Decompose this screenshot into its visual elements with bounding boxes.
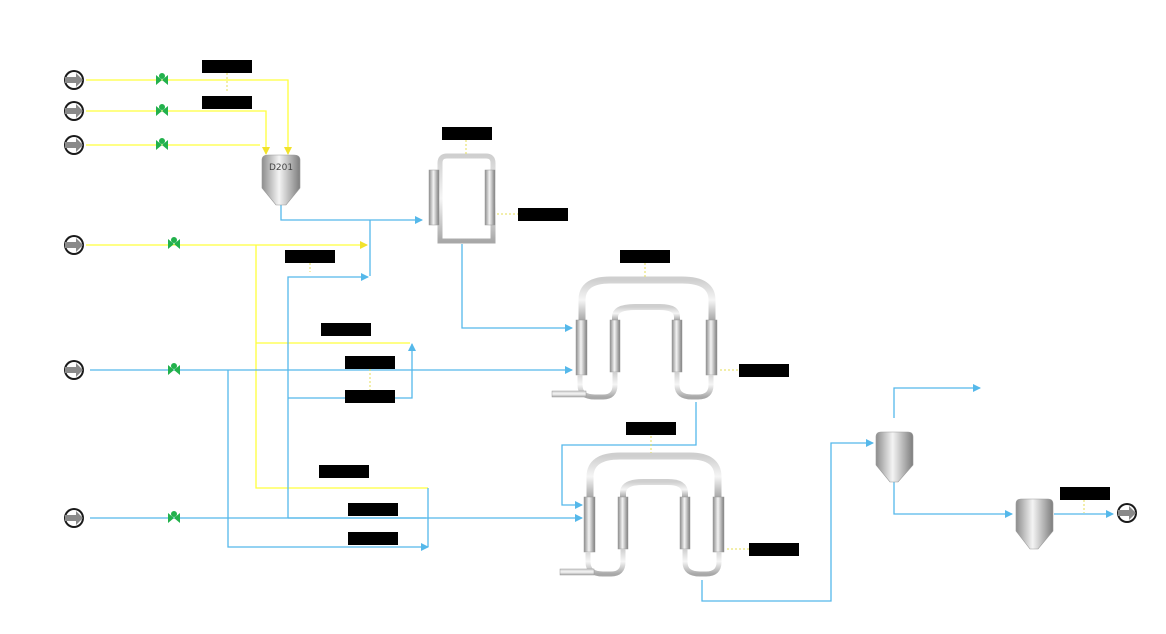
valve-3-icon[interactable] <box>156 138 168 150</box>
tag-box <box>739 364 789 377</box>
tag-box <box>202 60 252 73</box>
heat-exchanger-top[interactable] <box>428 140 518 244</box>
tag-box <box>749 543 799 556</box>
tag-boxes <box>202 60 1110 556</box>
yellow-streams <box>86 79 428 489</box>
tag-box <box>345 390 395 403</box>
feed-2-icon[interactable] <box>64 101 84 121</box>
feed-4-icon[interactable] <box>64 235 84 255</box>
separator-2[interactable] <box>1015 498 1085 550</box>
vessel-d201[interactable]: D201 <box>261 154 301 206</box>
feed-3-icon[interactable] <box>64 135 84 155</box>
valve-6-icon[interactable] <box>168 511 180 523</box>
tag-box <box>348 532 398 545</box>
tag-box <box>285 250 335 263</box>
u-exchanger-1[interactable] <box>551 263 740 400</box>
u-exchanger-2[interactable] <box>559 436 749 577</box>
separator-1[interactable] <box>875 431 914 483</box>
valve-4-icon[interactable] <box>168 237 180 249</box>
tag-box <box>345 356 395 369</box>
blue-streams <box>90 205 1114 602</box>
valve-2-icon[interactable] <box>156 104 168 116</box>
valve-1-icon[interactable] <box>156 73 168 85</box>
tag-box <box>1060 487 1110 500</box>
product-outlet-icon[interactable] <box>1117 503 1137 523</box>
tag-box <box>202 96 252 109</box>
valve-5-icon[interactable] <box>168 363 180 375</box>
tag-box <box>321 323 371 336</box>
feed-1-icon[interactable] <box>64 70 84 90</box>
tag-box <box>518 208 568 221</box>
feed-5-icon[interactable] <box>64 360 84 380</box>
tag-box <box>319 465 369 478</box>
tag-box <box>626 422 676 435</box>
vessel-d201-label: D201 <box>269 163 293 173</box>
tag-box <box>620 250 670 263</box>
tag-box <box>442 127 492 140</box>
tag-box <box>348 503 398 516</box>
feed-6-icon[interactable] <box>64 508 84 528</box>
